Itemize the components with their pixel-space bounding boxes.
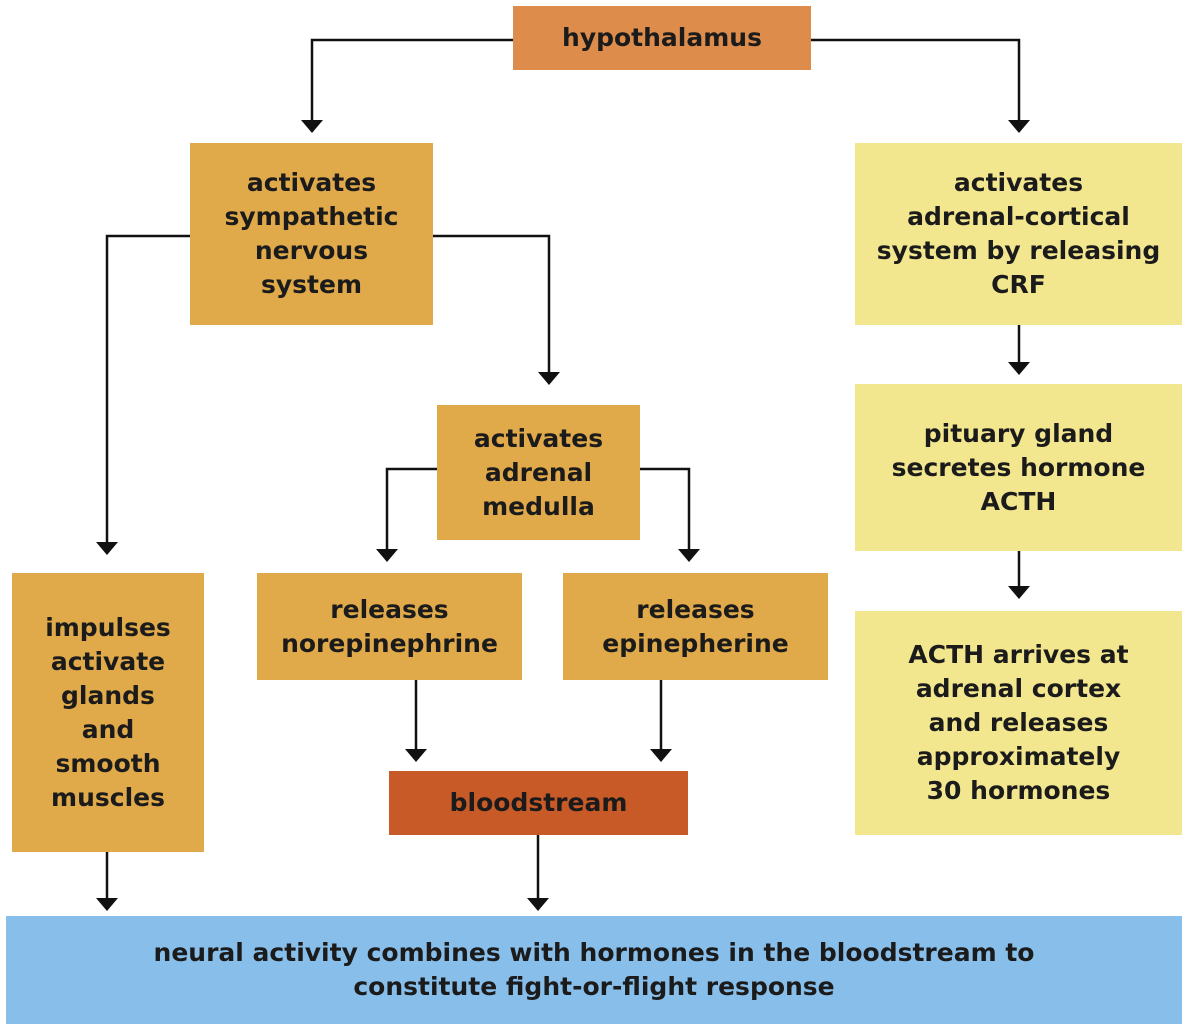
- arrowhead-to-norepinephrine: [376, 549, 398, 562]
- edge-hypothalamus-sympathetic: [310, 38, 513, 120]
- edge-medulla-norepinephrine: [385, 467, 437, 549]
- node-acth-arrives: ACTH arrives at adrenal cortex and relea…: [855, 611, 1182, 835]
- pituitary-line-2: ACTH: [980, 486, 1057, 516]
- node-bloodstream: bloodstream: [389, 771, 688, 835]
- norepinephrine-line-0: releases: [330, 594, 449, 624]
- sympathetic-line-1: sympathetic: [224, 202, 399, 231]
- sympathetic-line-0: activates: [246, 168, 377, 197]
- arrowhead-epi-to-bloodstream: [650, 749, 672, 762]
- node-releases-epinephrine: releases epinepherine: [563, 573, 828, 680]
- arrowhead-to-sympathetic: [301, 120, 323, 133]
- edge-hypothalamus-adrenal-cortical: [811, 38, 1021, 120]
- node-fight-or-flight-response: neural activity combines with hormones i…: [6, 916, 1182, 1024]
- acth-line-4: 30 hormones: [926, 776, 1111, 805]
- node-impulses-glands-muscles: impulses activate glands and smooth musc…: [12, 573, 204, 852]
- bloodstream-line-0: bloodstream: [449, 788, 628, 817]
- acth-line-3: approximately: [916, 742, 1121, 771]
- cortical-line-0: activates: [953, 168, 1084, 197]
- impulses-line-4: smooth: [55, 748, 161, 778]
- sympathetic-line-2: nervous: [254, 236, 369, 265]
- epinephrine-line-1: epinepherine: [602, 628, 789, 658]
- arrowhead-norepi-to-bloodstream: [405, 749, 427, 762]
- impulses-line-0: impulses: [45, 612, 171, 642]
- acth-line-0: ACTH arrives at: [908, 640, 1129, 669]
- impulses-line-5: muscles: [51, 782, 165, 812]
- arrowhead-bloodstream-to-response: [527, 898, 549, 911]
- impulses-line-3: and: [81, 714, 135, 744]
- cortical-line-2: system by releasing: [876, 236, 1161, 265]
- medulla-line-0: activates: [473, 423, 604, 453]
- sympathetic-line-3: system: [260, 270, 362, 299]
- arrowhead-to-impulses: [96, 542, 118, 555]
- pituitary-line-0: pituary gland: [923, 418, 1114, 448]
- arrowhead-to-acth-arrives: [1008, 586, 1030, 599]
- node-releases-norepinephrine: releases norepinephrine: [257, 573, 522, 680]
- edge-sympathetic-impulses: [105, 234, 190, 542]
- pituitary-line-1: secretes hormone: [891, 452, 1146, 482]
- node-pituitary-gland: pituary gland secretes hormone ACTH: [855, 384, 1182, 551]
- node-adrenal-medulla: activates adrenal medulla: [437, 405, 640, 540]
- medulla-line-2: medulla: [482, 491, 595, 521]
- norepinephrine-line-1: norepinephrine: [281, 628, 498, 658]
- response-line-0: neural activity combines with hormones i…: [153, 938, 1035, 967]
- edge-medulla-epinephrine: [640, 467, 691, 549]
- node-adrenal-cortical-system: activates adrenal-cortical system by rel…: [855, 143, 1182, 325]
- arrowhead-to-pituitary: [1008, 362, 1030, 375]
- cortical-line-3: CRF: [991, 270, 1046, 299]
- impulses-line-1: activate: [50, 646, 166, 676]
- node-sympathetic-nervous-system: activates sympathetic nervous system: [190, 143, 433, 325]
- node-hypothalamus: hypothalamus: [513, 6, 811, 70]
- response-line-1: constitute fight-or-flight response: [353, 972, 835, 1001]
- impulses-line-2: glands: [61, 680, 155, 710]
- arrowhead-to-epinephrine: [678, 549, 700, 562]
- edge-sympathetic-adrenal-medulla: [433, 234, 551, 372]
- epinephrine-line-0: releases: [636, 594, 755, 624]
- medulla-line-1: adrenal: [484, 457, 593, 487]
- arrowhead-to-adrenal-cortical: [1008, 120, 1030, 133]
- acth-line-1: adrenal cortex: [915, 674, 1122, 703]
- acth-line-2: and releases: [928, 708, 1109, 737]
- cortical-line-1: adrenal-cortical: [907, 202, 1130, 231]
- arrowhead-impulses-to-response: [96, 898, 118, 911]
- arrowhead-to-adrenal-medulla: [538, 372, 560, 385]
- hypothalamus-line-0: hypothalamus: [562, 23, 762, 52]
